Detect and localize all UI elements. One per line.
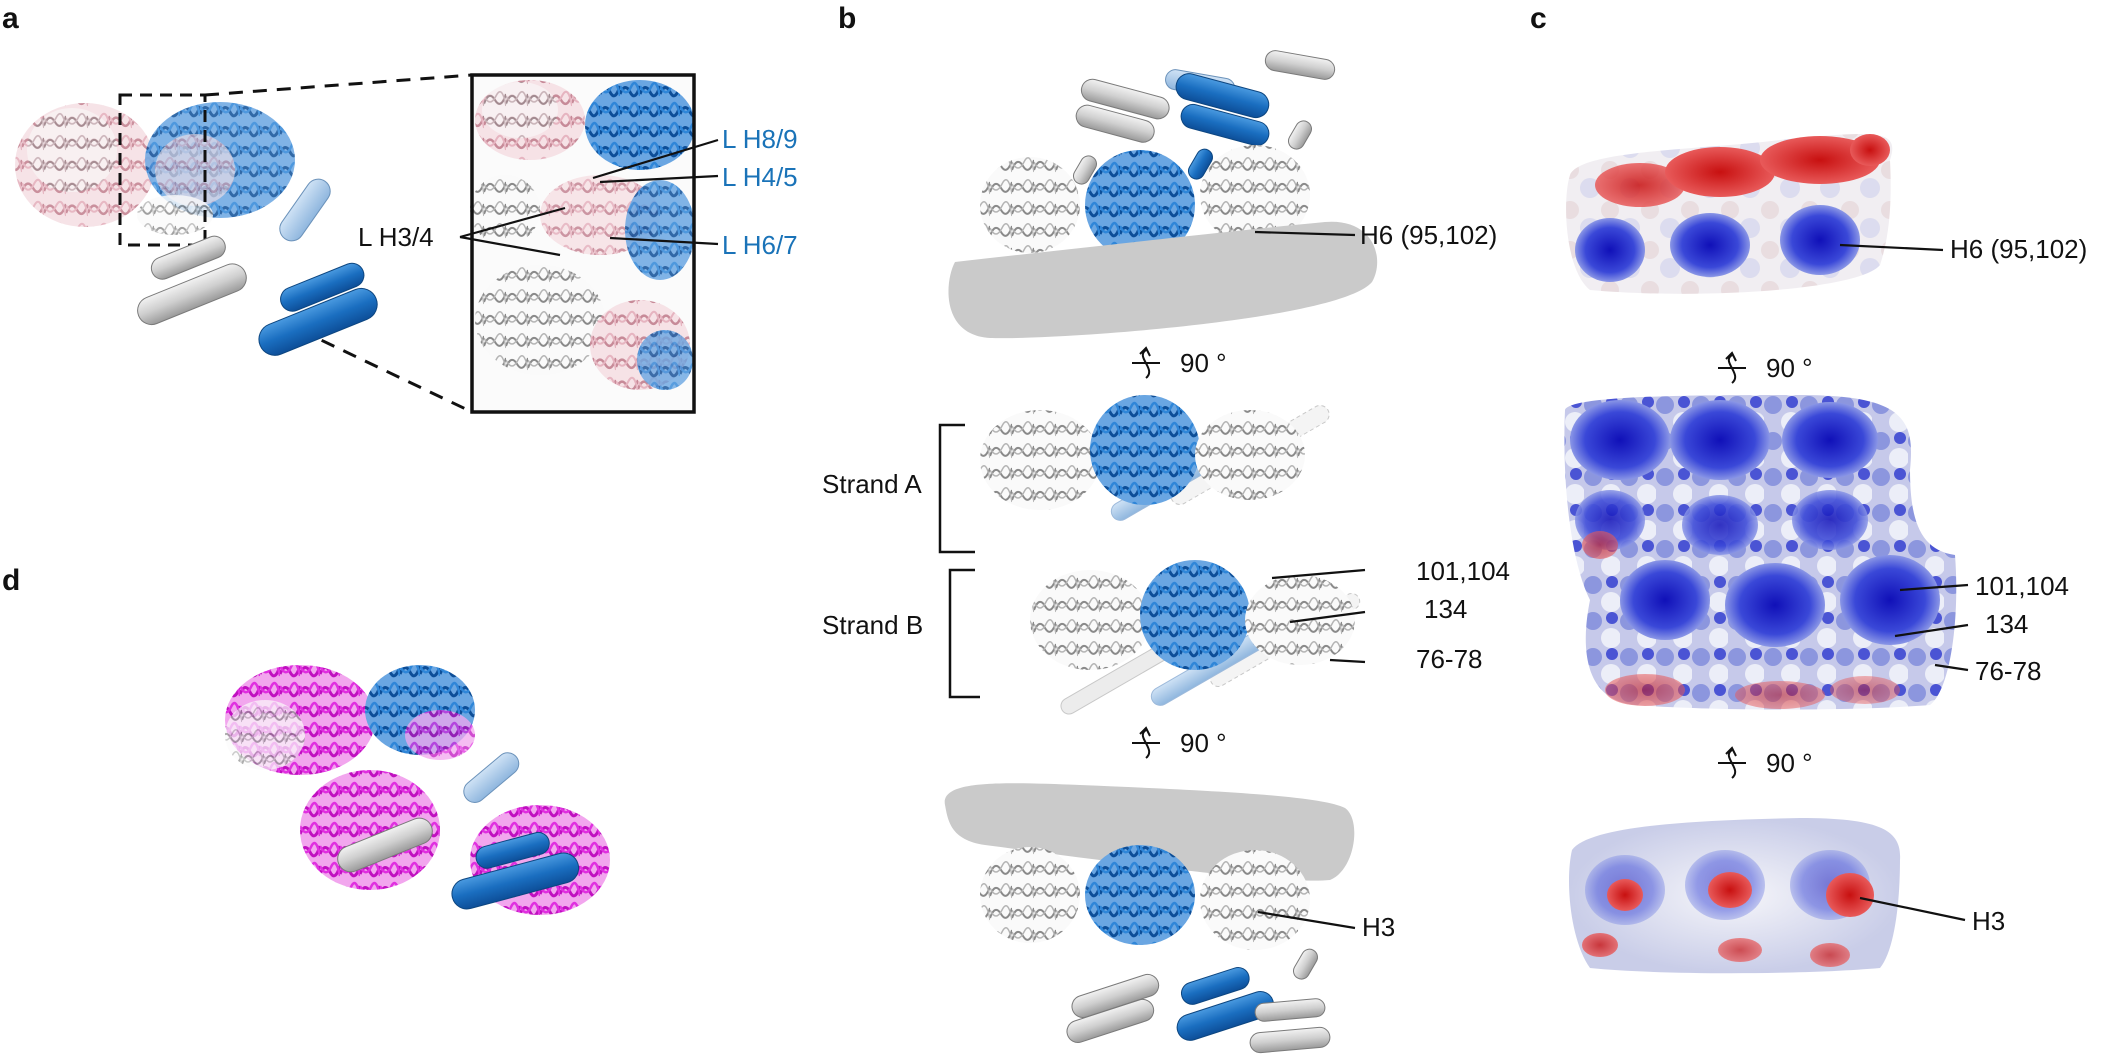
b-rotation-label-1: 90 ° <box>1180 348 1227 378</box>
c-rotation-label-1: 90 ° <box>1766 353 1813 383</box>
b-label-76-78: 76-78 <box>1416 644 1483 674</box>
panel-label-d: d <box>2 564 20 597</box>
panel-b-rotation-1 <box>1132 346 1160 379</box>
b-label-101-104: 101,104 <box>1416 556 1510 586</box>
panel-b-top-structure <box>948 50 1378 339</box>
b-label-h6: H6 (95,102) <box>1360 220 1497 250</box>
panel-b-bottom-structure <box>944 783 1356 1054</box>
b-label-h3: H3 <box>1362 912 1395 942</box>
panel-c-rotation-1 <box>1718 351 1746 384</box>
label-l-h6-7: L H6/7 <box>722 230 798 260</box>
c-label-76-78: 76-78 <box>1975 656 2042 686</box>
c-label-134: 134 <box>1985 609 2028 639</box>
panel-c-middle-surface <box>1564 395 1969 710</box>
panel-c-bottom-surface <box>1569 818 1966 974</box>
panel-label-b: b <box>838 2 856 35</box>
c-rotation-label-2: 90 ° <box>1766 748 1813 778</box>
c-label-h3: H3 <box>1972 906 2005 936</box>
panel-c-top-surface <box>1566 134 1944 294</box>
panel-label-c: c <box>1530 2 1547 35</box>
panel-b-middle-structure <box>938 395 1366 715</box>
b-label-134: 134 <box>1424 594 1467 624</box>
c-label-h6: H6 (95,102) <box>1950 234 2087 264</box>
panel-a-inset <box>459 73 719 414</box>
b-strand-a: Strand A <box>822 469 922 499</box>
panel-a-structure <box>15 73 473 414</box>
c-label-101-104: 101,104 <box>1975 571 2069 601</box>
label-l-h4-5: L H4/5 <box>722 162 798 192</box>
panel-c-rotation-2 <box>1718 746 1746 779</box>
b-strand-b: Strand B <box>822 610 923 640</box>
panel-b-rotation-2 <box>1132 726 1160 759</box>
panel-d-structure <box>225 665 610 915</box>
panel-label-a: a <box>2 2 19 35</box>
b-rotation-label-2: 90 ° <box>1180 728 1227 758</box>
label-l-h8-9: L H8/9 <box>722 124 798 154</box>
label-l-h3-4: L H3/4 <box>358 222 434 252</box>
